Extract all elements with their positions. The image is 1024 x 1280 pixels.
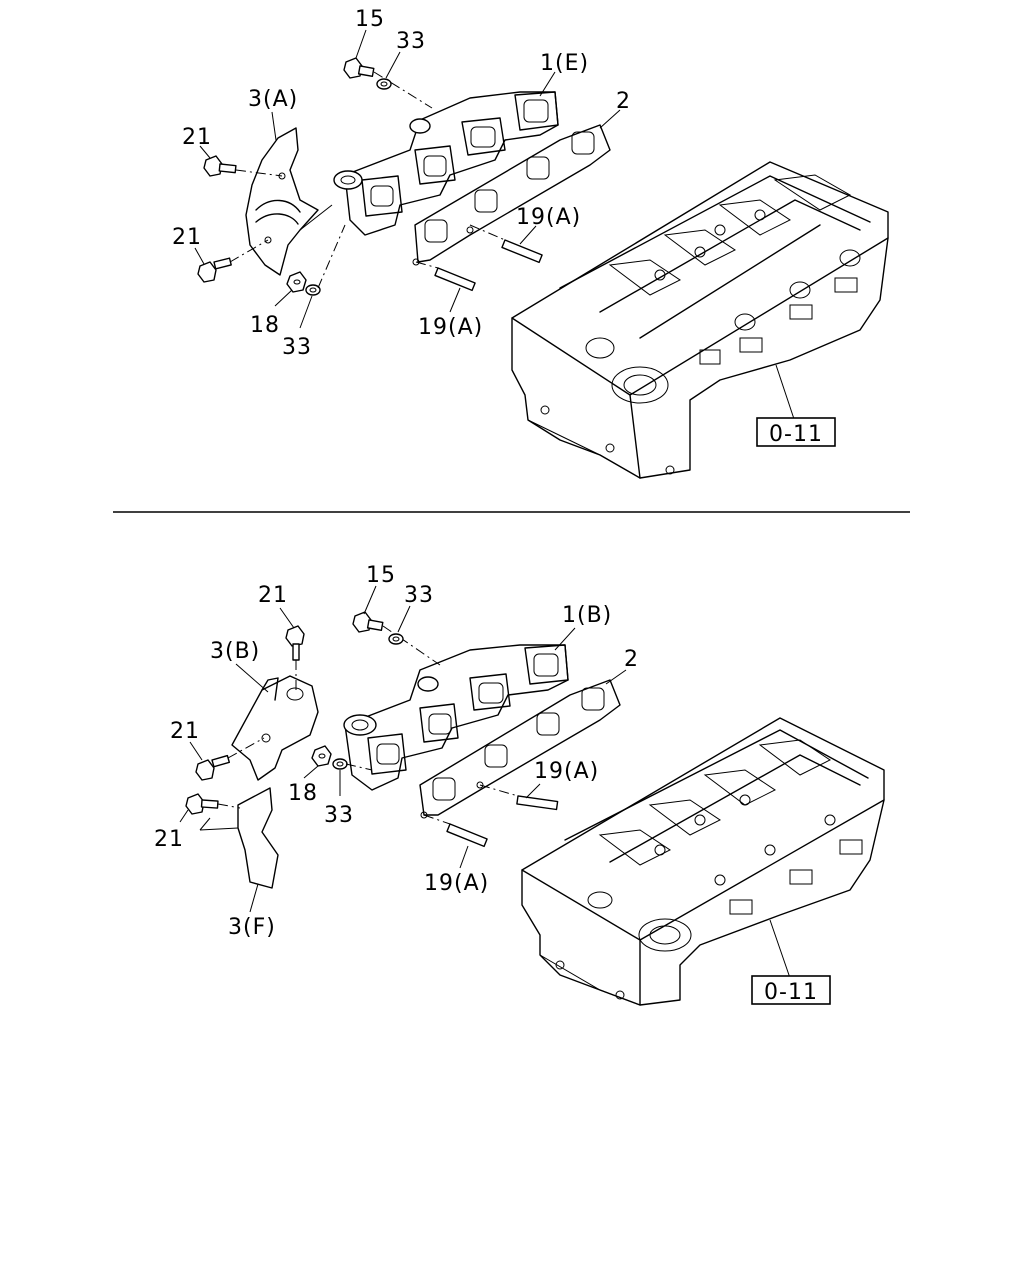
exhaust-manifold-lower — [343, 644, 569, 791]
heat-shield-3f — [199, 787, 279, 889]
label-19a-lower-a: 19(A) — [534, 759, 599, 784]
leader-2-lower — [605, 669, 627, 685]
leader-3-upper — [271, 111, 277, 141]
washer-33-lower-b — [332, 758, 348, 770]
washer-33-lower-a — [388, 633, 404, 645]
nut-18-upper — [286, 271, 307, 293]
heat-shield-3b — [231, 675, 319, 781]
cylinder-head-upper — [511, 161, 889, 479]
ref-label-lower: 0-11 — [764, 980, 818, 1005]
leader-15-upper — [355, 29, 367, 59]
washer-33-upper-b — [305, 284, 321, 296]
leader-2-upper — [599, 109, 621, 129]
label-21a-upper: 21 — [182, 125, 212, 150]
leader-1-upper — [539, 71, 556, 97]
bolt-21-lower-top — [285, 625, 305, 690]
ref-box-lower — [751, 975, 831, 1005]
label-18-upper: 18 — [250, 313, 280, 338]
ref-leader-upper — [775, 364, 796, 423]
leader-19b-upper — [449, 287, 461, 313]
nut-18-lower — [311, 745, 332, 767]
leader-18-lower — [303, 765, 319, 779]
label-33a-lower: 33 — [404, 583, 434, 608]
label-15-lower: 15 — [366, 563, 396, 588]
upper-assembly: 0-11 — [172, 7, 889, 479]
stud-19a-lower-b — [423, 814, 488, 848]
label-1b-lower: 1(B) — [562, 603, 612, 628]
heat-shield-upper — [245, 127, 333, 276]
leader-33a-lower — [397, 605, 411, 633]
label-2-upper: 2 — [616, 89, 631, 114]
leader-1-lower — [554, 627, 576, 651]
label-3a-upper: 3(A) — [248, 87, 298, 112]
label-21b-upper: 21 — [172, 225, 202, 250]
dash-lower-1 — [345, 763, 373, 771]
gasket-lower — [419, 679, 621, 819]
label-18-lower: 18 — [288, 781, 318, 806]
label-21b-lower: 21 — [170, 719, 200, 744]
leader-19a-upper — [519, 225, 537, 245]
label-1e-upper: 1(E) — [540, 51, 589, 76]
label-21c-lower: 21 — [154, 827, 184, 852]
bolt-21-upper-b — [197, 239, 269, 283]
lower-assembly: 0-11 — [154, 563, 885, 1006]
label-21a-lower: 21 — [258, 583, 288, 608]
leader-33b-upper — [299, 295, 313, 329]
ref-label-upper: 0-11 — [769, 422, 823, 447]
label-19a-lower-b: 19(A) — [424, 871, 489, 896]
washer-33-upper-a — [376, 78, 392, 90]
stud-19a-upper-b — [415, 261, 476, 292]
leader-21a-lower — [279, 607, 295, 629]
leader-18-upper — [274, 289, 293, 307]
leader-21a-upper — [199, 145, 211, 159]
ref-leader-lower — [769, 919, 791, 979]
cylinder-head-lower — [521, 717, 885, 1006]
leader-3f-lower — [249, 883, 259, 913]
leader-19a-lower-a — [525, 783, 541, 799]
label-19a-upper-a: 19(A) — [516, 205, 581, 230]
stud-19a-upper-a — [469, 224, 543, 264]
leader-33a-upper — [385, 51, 401, 79]
stud-19a-lower-a — [479, 784, 559, 811]
leader-21c-lower — [179, 809, 189, 823]
leader-3b-lower — [235, 663, 269, 693]
leader-21b-upper — [194, 247, 205, 265]
bolt-21-lower-mid — [195, 737, 265, 781]
bolt-21-upper-a — [203, 155, 283, 177]
bolt-15-lower — [352, 611, 441, 666]
label-15-upper: 15 — [355, 7, 385, 32]
ref-box-upper — [756, 417, 836, 447]
label-33a-upper: 33 — [396, 29, 426, 54]
label-19a-upper-b: 19(A) — [418, 315, 483, 340]
gasket-upper — [412, 124, 611, 266]
label-3b-lower: 3(B) — [210, 639, 260, 664]
exhaust-manifold-upper — [333, 91, 559, 236]
dash-upper-1 — [317, 224, 346, 289]
leader-21b-lower — [189, 741, 203, 761]
label-33b-lower: 33 — [324, 803, 354, 828]
label-33b-upper: 33 — [282, 335, 312, 360]
leader-15-lower — [363, 585, 377, 615]
leader-19a-lower-b — [459, 845, 469, 869]
label-3f-lower: 3(F) — [228, 915, 276, 940]
bolt-21-lower-bot — [185, 793, 241, 815]
label-2-lower: 2 — [624, 647, 639, 672]
